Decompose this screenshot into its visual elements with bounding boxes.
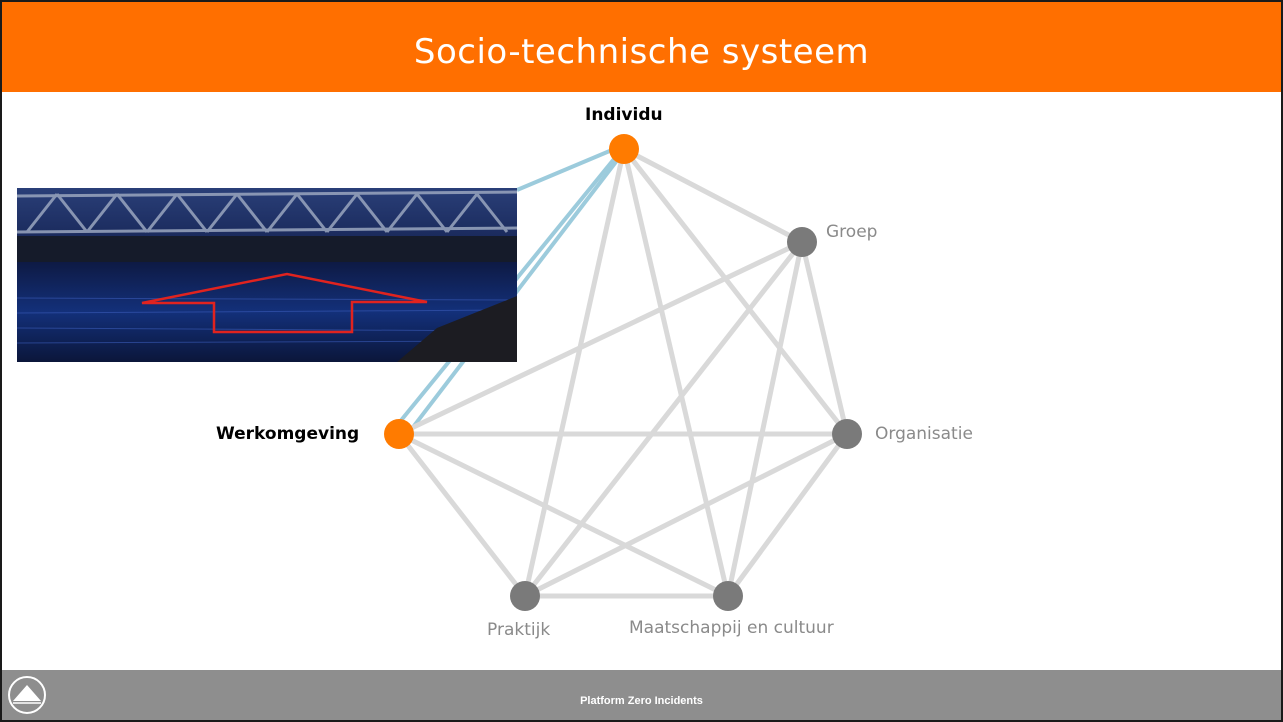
platform-logo-icon xyxy=(8,676,46,714)
node-label-groep: Groep xyxy=(826,222,878,242)
node-individu xyxy=(609,134,639,164)
edge-groep-organisatie xyxy=(799,241,850,435)
edge-organisatie-praktijk xyxy=(523,431,849,599)
node-werkomgeving xyxy=(384,419,414,449)
page-title: Socio-technische systeem xyxy=(413,32,870,72)
edge-individu-groep xyxy=(622,146,804,245)
edge-maatschappij-werkomgeving xyxy=(397,431,730,599)
edge-individu-highlight-extension xyxy=(516,148,613,192)
edge-groep-maatschappij xyxy=(725,241,805,597)
node-praktijk xyxy=(510,581,540,611)
edge-organisatie-maatschappij xyxy=(725,432,850,598)
title-divider xyxy=(2,92,1281,95)
title-bar: Socio-technische systeem xyxy=(2,2,1281,92)
edge-individu-maatschappij xyxy=(621,148,731,597)
node-maatschappij xyxy=(713,581,743,611)
node-label-praktijk: Praktijk xyxy=(487,620,551,640)
edges xyxy=(391,146,850,599)
edge-groep-praktijk xyxy=(523,240,804,598)
node-label-maatschappij: Maatschappij en cultuur xyxy=(629,618,834,638)
bridge-photo xyxy=(17,188,517,362)
edge-individu-praktijk xyxy=(522,148,627,597)
node-label-werkomgeving: Werkomgeving xyxy=(216,424,360,444)
nodes xyxy=(384,134,862,611)
footer-text: Platform Zero Incidents xyxy=(580,695,703,707)
footer-bar: Platform Zero Incidents xyxy=(2,670,1281,720)
edge-groep-werkomgeving xyxy=(397,239,804,437)
node-groep xyxy=(787,227,817,257)
node-label-individu: Individu xyxy=(585,105,663,125)
node-label-organisatie: Organisatie xyxy=(875,424,973,444)
node-organisatie xyxy=(832,419,862,449)
edge-praktijk-werkomgeving xyxy=(397,432,527,598)
edge-individu-organisatie xyxy=(622,147,849,436)
